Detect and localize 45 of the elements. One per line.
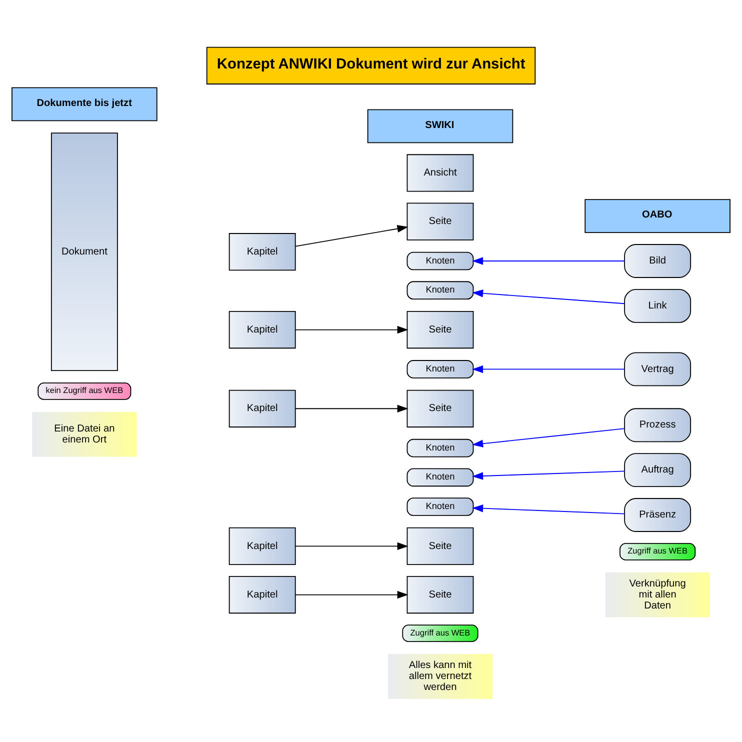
- node-box: Zugriff aus WEB: [620, 542, 696, 560]
- arrow: [295, 404, 408, 412]
- node-box: Seite: [406, 576, 474, 614]
- node-box: Zugriff aus WEB: [402, 624, 478, 642]
- arrow: [472, 470, 625, 480]
- node-box: Kapitel: [228, 232, 296, 270]
- node-box: Bild: [624, 244, 692, 278]
- node-box: Verknüpfung mit allen Daten: [604, 570, 711, 618]
- node-box: OABO: [584, 198, 730, 233]
- arrow: [472, 364, 625, 373]
- node-box: Seite: [406, 310, 474, 348]
- node-box: Knoten: [406, 360, 474, 378]
- node-box: Kapitel: [228, 526, 296, 564]
- node-box: SWIKI: [367, 108, 514, 143]
- node-box: Dokumente bis jetzt: [12, 86, 158, 121]
- node-box: Kapitel: [228, 389, 296, 427]
- node-box: Kapitel: [228, 310, 296, 348]
- node-box: Prozess: [624, 408, 692, 442]
- node-box: Seite: [406, 389, 474, 427]
- node-box: Knoten: [406, 280, 474, 300]
- arrow: [295, 325, 408, 334]
- arrow: [295, 590, 408, 598]
- arrow: [472, 504, 625, 514]
- node-box: kein Zugriff aus WEB: [38, 382, 132, 400]
- node-box: Ansicht: [406, 154, 474, 192]
- node-box: Knoten: [406, 251, 474, 270]
- node-box: Vertrag: [624, 352, 692, 386]
- node-box: Knoten: [406, 497, 474, 516]
- diagram-title: Konzept ANWIKI Dokument wird zur Ansicht: [216, 56, 526, 72]
- arrow: [472, 289, 625, 304]
- node-box: Kapitel: [228, 576, 296, 614]
- node-box: Auftrag: [624, 452, 692, 487]
- arrow: [295, 542, 408, 550]
- node-box: Seite: [406, 526, 474, 564]
- arrow: [295, 224, 408, 246]
- node-box: Link: [624, 288, 692, 322]
- node-box: Eine Datei an einem Ort: [31, 410, 138, 458]
- node-box: Präsenz: [624, 498, 692, 532]
- node-box: Dokument: [50, 132, 118, 371]
- arrow: [472, 428, 625, 447]
- node-box: Alles kann mit allem vernetzt werden: [387, 652, 494, 700]
- node-box: Knoten: [406, 468, 474, 486]
- arrow: [472, 256, 625, 264]
- node-box: Seite: [406, 202, 474, 240]
- node-box: Knoten: [406, 438, 474, 457]
